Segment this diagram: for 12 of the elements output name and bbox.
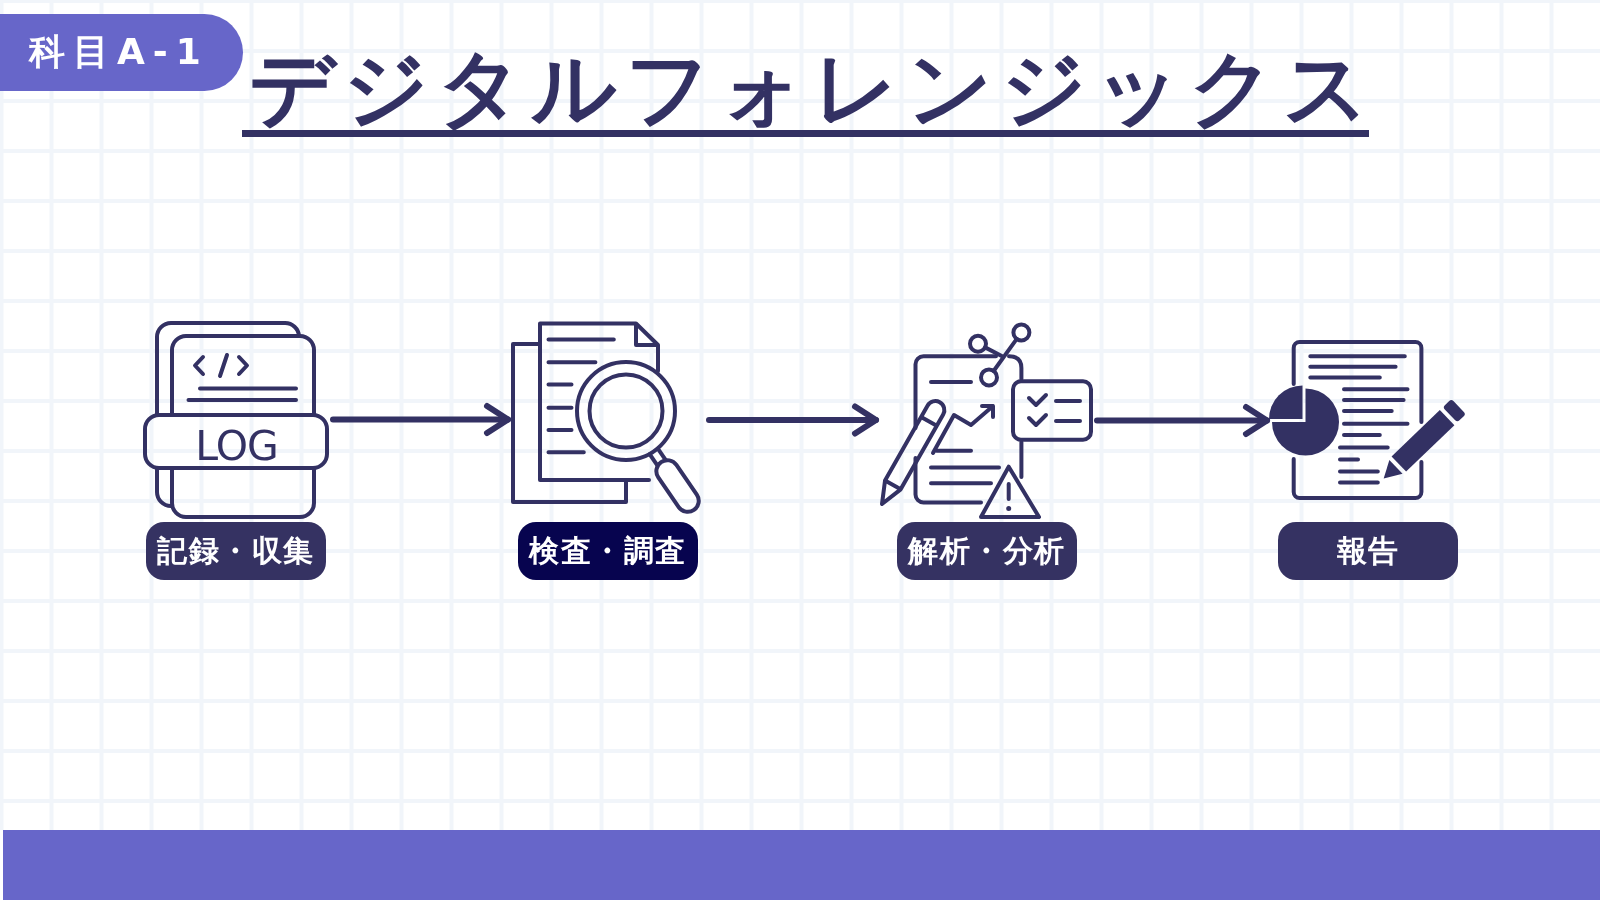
step-label: 報告: [1278, 522, 1458, 580]
icon-text: LOG: [194, 426, 279, 466]
document-pie-chart-icon: [1269, 340, 1467, 500]
step-label: 検査・調査: [518, 522, 698, 580]
arrow: [330, 403, 511, 436]
step-label: 解析・分析: [897, 522, 1077, 580]
arrow: [1094, 404, 1270, 437]
arrow: [706, 403, 879, 437]
analysis-document-icon: [878, 322, 1093, 520]
step-label: 記録・収集: [146, 522, 326, 580]
subject-badge: 科目A-1: [0, 14, 243, 91]
title: デジタルフォレンジックス: [242, 46, 1369, 137]
